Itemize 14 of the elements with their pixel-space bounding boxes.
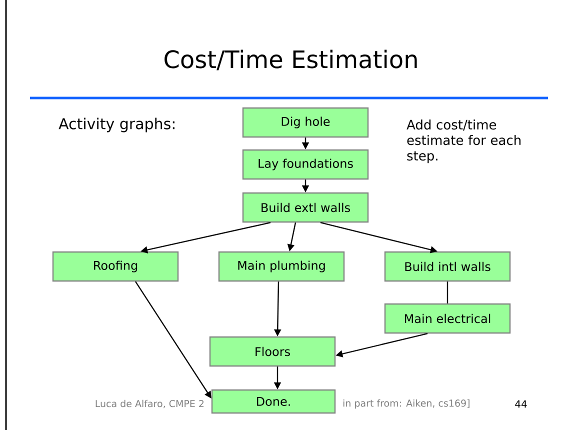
footer-text: Luca de Alfaro, CMPE 2 bbox=[96, 400, 204, 408]
process-box: Lay foundations bbox=[242, 149, 369, 180]
note: Add cost/time estimate for each step. bbox=[406, 120, 521, 164]
process-box: Main plumbing bbox=[218, 251, 345, 282]
title: Cost/Time Estimation bbox=[164, 50, 417, 70]
section-heading: Activity graphs: bbox=[58, 118, 174, 132]
process-box: Done. bbox=[211, 389, 336, 414]
process-box: Build intl walls bbox=[384, 251, 511, 282]
page-number: 44 bbox=[515, 400, 527, 408]
process-box: Dig hole bbox=[242, 107, 369, 138]
process-box: Floors bbox=[209, 336, 336, 367]
process-box: Roofing bbox=[52, 251, 179, 282]
process-box: Build extl walls bbox=[242, 192, 369, 223]
process-box: Main electrical bbox=[384, 303, 511, 334]
